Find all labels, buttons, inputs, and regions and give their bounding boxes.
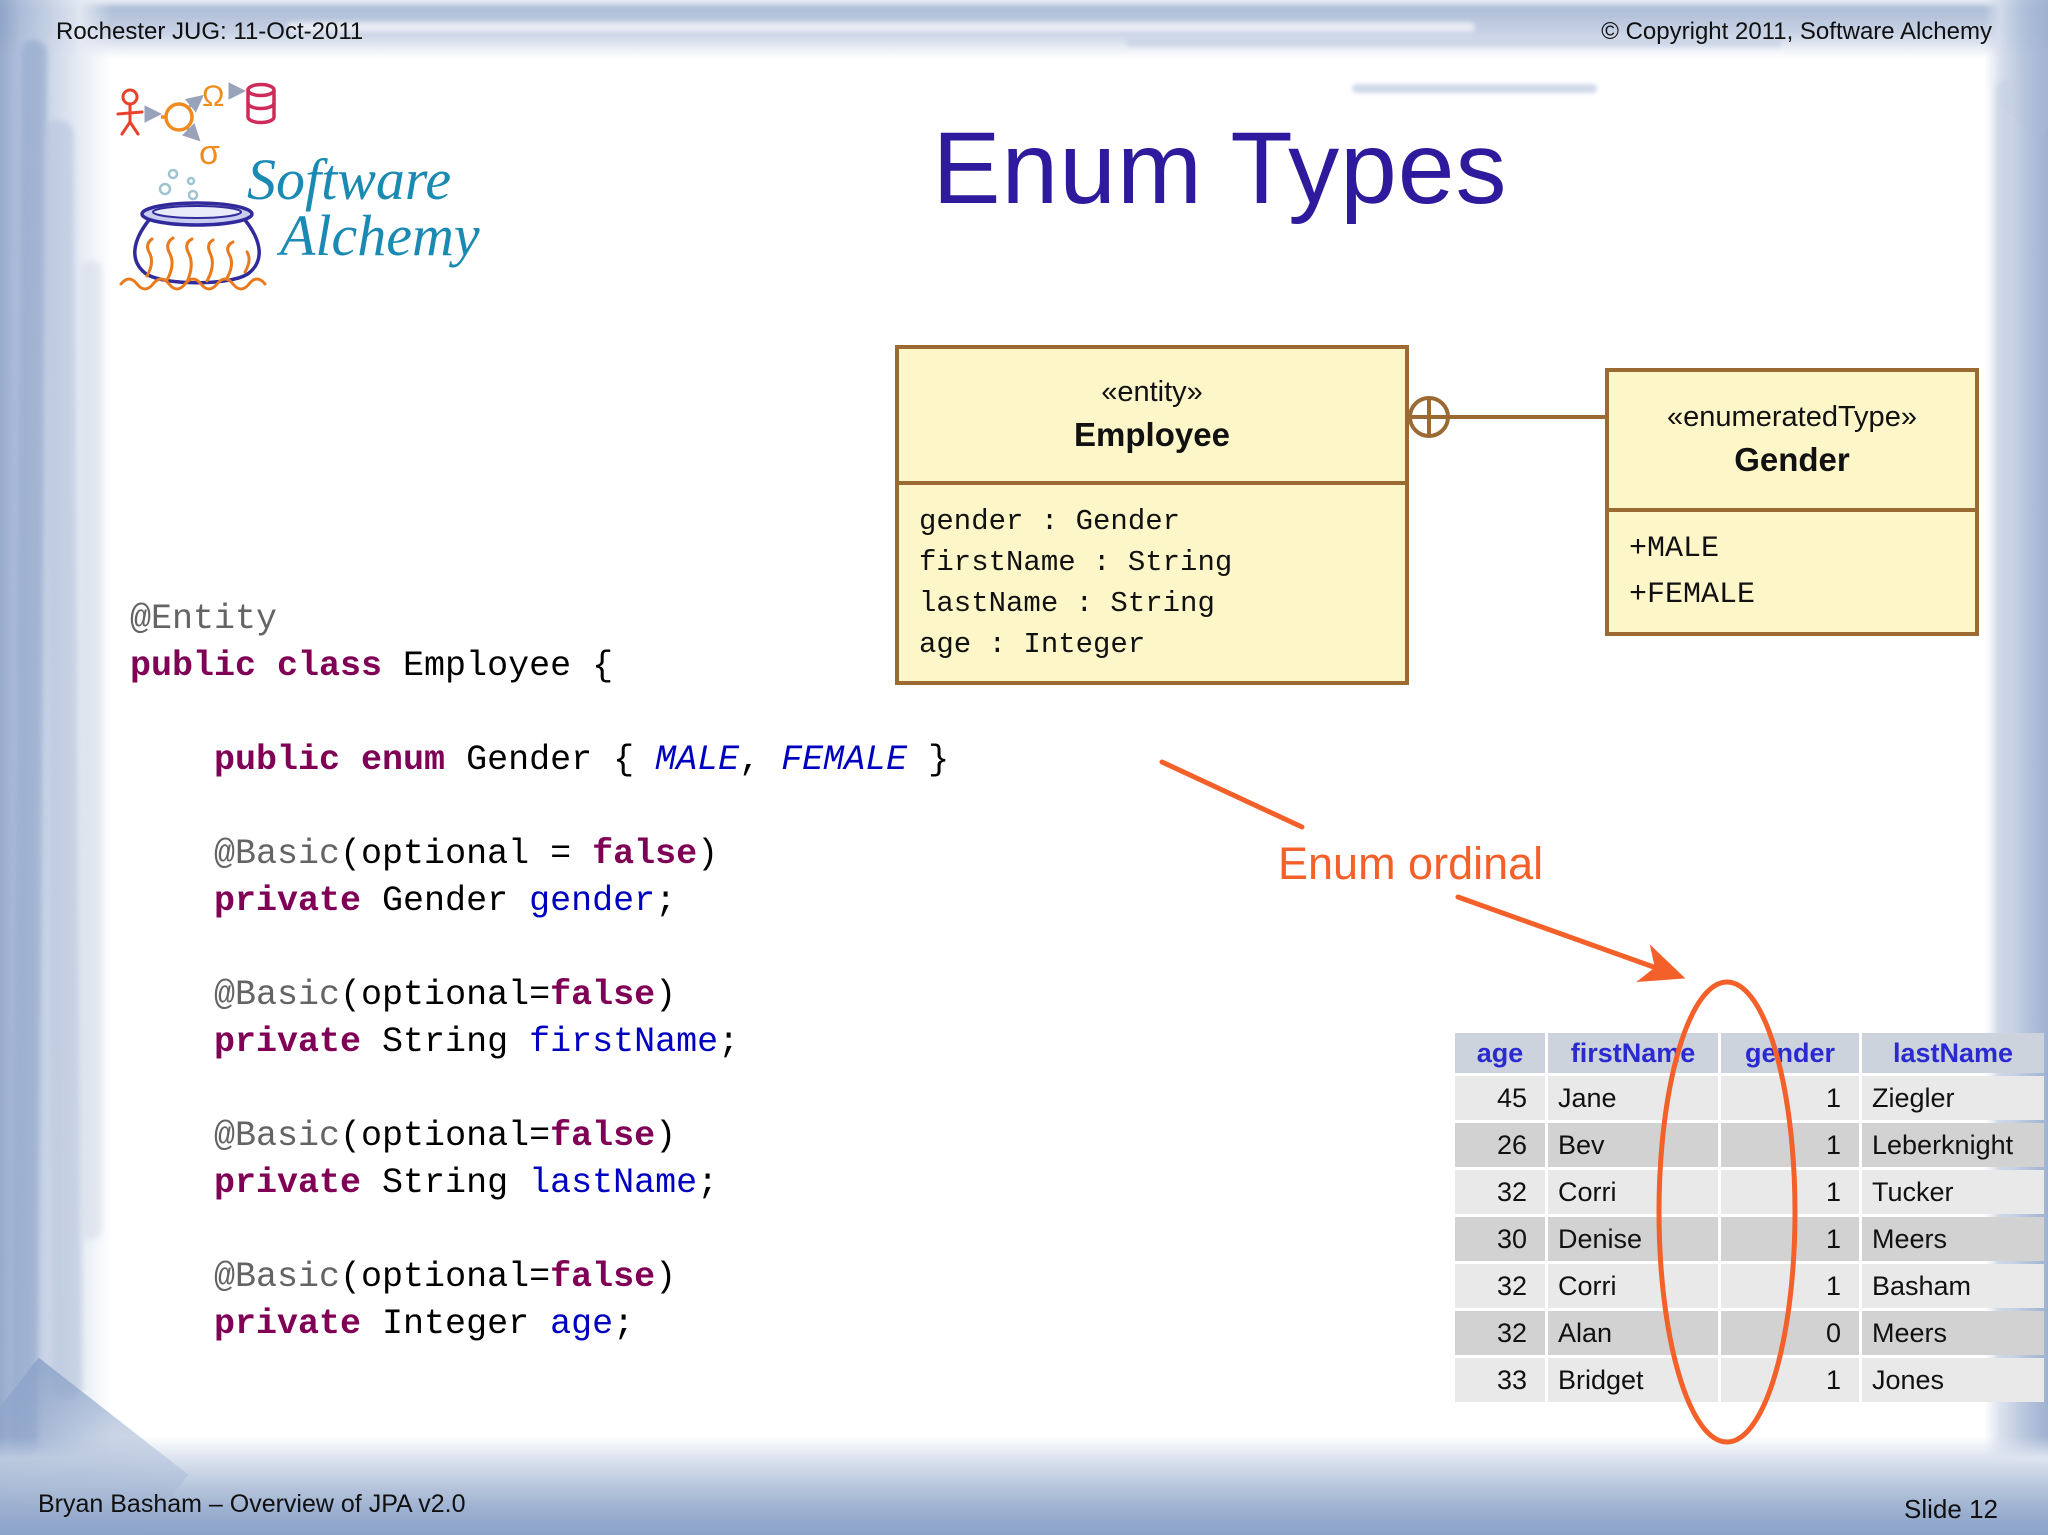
- code-line: @Basic(optional = false): [214, 834, 719, 874]
- cell-lastName: Meers: [1862, 1217, 2044, 1261]
- cell-firstName: Jane: [1548, 1076, 1718, 1120]
- cauldron-icon: [133, 201, 261, 285]
- cell-gender: 1: [1721, 1123, 1859, 1167]
- cell-firstName: Alan: [1548, 1311, 1718, 1355]
- code-line: @Basic(optional=false): [214, 1257, 677, 1297]
- header-event-date: Rochester JUG: 11-Oct-2011: [56, 18, 364, 45]
- column-header-age: age: [1455, 1033, 1545, 1073]
- cell-gender: 0: [1721, 1311, 1859, 1355]
- omega-node-icon: Ω: [202, 80, 224, 113]
- frame-bottom-band: [0, 1436, 2048, 1535]
- employee-stereotype: «entity»: [1101, 376, 1203, 408]
- cell-lastName: Basham: [1862, 1264, 2044, 1308]
- callout-leader-line: [1159, 759, 1305, 830]
- code-line: [130, 1066, 949, 1113]
- enum-ordinal-arrow: [1455, 894, 1686, 983]
- flames-icon: [119, 236, 267, 291]
- code-line: public class Employee {: [130, 646, 614, 686]
- uml-enum-gender: «enumeratedType» Gender +MALE +FEMALE: [1605, 368, 1979, 636]
- cell-firstName: Denise: [1548, 1217, 1718, 1261]
- uml-gender-header: «enumeratedType» Gender: [1609, 372, 1975, 512]
- cell-age: 32: [1455, 1264, 1545, 1308]
- logo-text-alchemy: Alchemy: [280, 203, 480, 268]
- cell-age: 45: [1455, 1076, 1545, 1120]
- gender-literals: +MALE +FEMALE: [1609, 512, 1975, 632]
- gender-stereotype: «enumeratedType»: [1667, 401, 1917, 433]
- cell-lastName: Meers: [1862, 1311, 2044, 1355]
- code-line: private String firstName;: [214, 1022, 740, 1062]
- cell-age: 26: [1455, 1123, 1545, 1167]
- page-title: Enum Types: [932, 111, 1508, 225]
- code-line: @Basic(optional=false): [214, 1116, 677, 1156]
- gender-type-name: Gender: [1734, 441, 1850, 478]
- code-line: public enum Gender { MALE, FEMALE }: [214, 740, 950, 780]
- frame-smudge: [1351, 84, 1598, 93]
- employee-attribute: gender : Gender: [919, 505, 1181, 538]
- cell-gender: 1: [1721, 1358, 1859, 1402]
- cell-gender: 1: [1721, 1170, 1859, 1214]
- code-block: @Entity public class Employee { public en…: [130, 596, 949, 1348]
- code-line: [130, 1207, 949, 1254]
- employee-class-name: Employee: [1074, 416, 1230, 453]
- code-line: [130, 784, 949, 831]
- cell-lastName: Leberknight: [1862, 1123, 2044, 1167]
- cell-age: 30: [1455, 1217, 1545, 1261]
- code-line: [130, 690, 949, 737]
- cell-firstName: Bev: [1548, 1123, 1718, 1167]
- gender-literal: +MALE: [1629, 532, 1720, 566]
- cell-age: 32: [1455, 1311, 1545, 1355]
- cell-age: 33: [1455, 1358, 1545, 1402]
- person-icon: [116, 88, 144, 136]
- employee-attribute: lastName : String: [919, 587, 1215, 620]
- column-header-lastName: lastName: [1862, 1033, 2044, 1073]
- software-alchemy-logo: Ω σ: [116, 80, 276, 291]
- gender-literal: +FEMALE: [1629, 578, 1756, 612]
- sigma-node-icon: σ: [199, 134, 220, 172]
- footer-slide-number: Slide 12: [1904, 1494, 1998, 1524]
- code-line: @Basic(optional=false): [214, 975, 677, 1015]
- code-line: private Gender gender;: [214, 881, 677, 921]
- employee-attribute: firstName : String: [919, 546, 1233, 579]
- cell-lastName: Ziegler: [1862, 1076, 2044, 1120]
- frame-left-streak: [43, 119, 83, 1401]
- cell-gender: 1: [1721, 1264, 1859, 1308]
- frame-left-streak: [80, 260, 102, 1240]
- code-line: private Integer age;: [214, 1304, 635, 1344]
- cell-firstName: Corri: [1548, 1170, 1718, 1214]
- cell-firstName: Corri: [1548, 1264, 1718, 1308]
- employee-attribute: age : Integer: [919, 628, 1146, 661]
- uml-class-employee: «entity» Employee gender : Gender firstNa…: [895, 345, 1409, 685]
- enum-ordinal-label: Enum ordinal: [1278, 838, 1544, 889]
- flow-arrow-icon: [144, 82, 246, 142]
- code-line: @Entity: [130, 599, 278, 639]
- cell-age: 32: [1455, 1170, 1545, 1214]
- composition-connector: [1408, 396, 1605, 438]
- object-node-icon: [161, 102, 194, 132]
- bubbles-icon: [158, 168, 199, 201]
- header-copyright: © Copyright 2011, Software Alchemy: [1601, 18, 1992, 45]
- code-line: [130, 925, 949, 972]
- cell-firstName: Bridget: [1548, 1358, 1718, 1402]
- uml-employee-header: «entity» Employee: [899, 349, 1405, 485]
- code-line: private String lastName;: [214, 1163, 719, 1203]
- cell-gender: 1: [1721, 1217, 1859, 1261]
- frame-left-streak: [11, 39, 47, 1461]
- cell-gender: 1: [1721, 1076, 1859, 1120]
- database-icon: [246, 82, 276, 125]
- logo-text-software: Software: [247, 147, 452, 212]
- cell-lastName: Tucker: [1862, 1170, 2044, 1214]
- footer-author: Bryan Basham – Overview of JPA v2.0: [38, 1490, 466, 1518]
- column-header-firstName: firstName: [1548, 1033, 1718, 1073]
- employee-attributes: gender : Gender firstName : String lastNam…: [899, 485, 1405, 681]
- cell-lastName: Jones: [1862, 1358, 2044, 1402]
- column-header-gender: gender: [1721, 1033, 1859, 1073]
